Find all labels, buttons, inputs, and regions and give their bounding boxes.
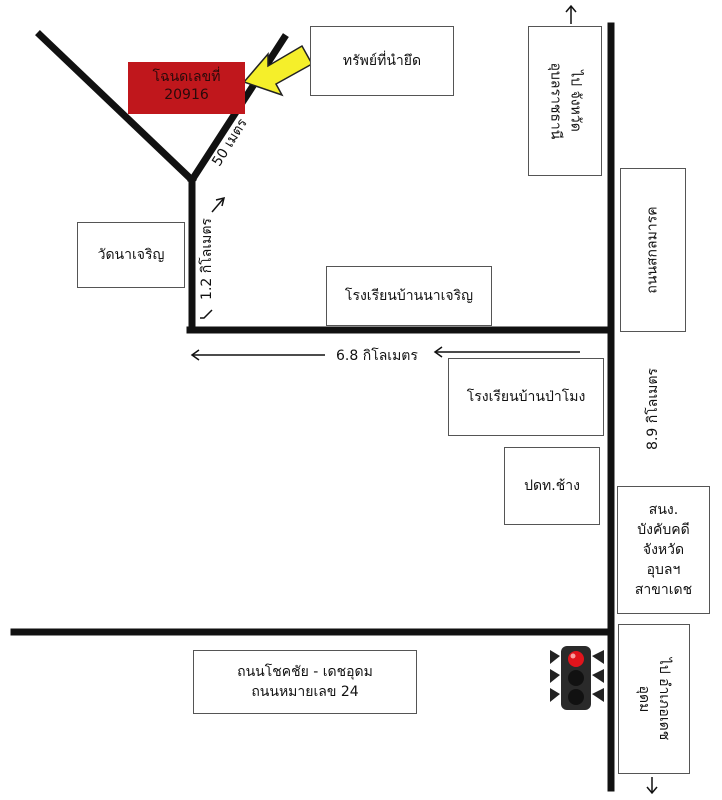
road-diagonal-left <box>35 30 197 185</box>
to-ubon-line1: ไป จังหวัด <box>567 70 584 132</box>
arrow-6-8km-right-head <box>433 346 443 358</box>
distance-8-9km-label: 8.9 กิโลเมตร <box>644 368 661 450</box>
to-det-udom-line1: ไป อำเภอเดช <box>656 657 673 741</box>
enforcement-line3: จังหวัด <box>642 542 685 558</box>
distance-6-8km-label: 6.8 กิโลเมตร <box>336 348 418 364</box>
school-pamong-box: โรงเรียนบ้านป่าโมง <box>448 358 604 436</box>
main-road-line2: ถนนหมายเลข 24 <box>251 684 359 700</box>
school-nacharoen-box: โรงเรียนบ้านนาเจริญ <box>326 266 492 326</box>
pdt-chang-box: ปดท.ช้าง <box>504 447 600 525</box>
main-road-line1: ถนนโชคชัย - เดชอุดม <box>237 664 373 680</box>
enforcement-line1: สนง. <box>648 502 679 518</box>
to-ubon-box: ไป จังหวัด อุบลราชธานี <box>528 26 602 176</box>
school-pamong-label: โรงเรียนบ้านป่าโมง <box>466 389 586 405</box>
distance-1-2km-label: 1.2 กิโลเมตร <box>198 218 215 300</box>
main-road-box: ถนนโชคชัย - เดชอุดม ถนนหมายเลข 24 <box>193 650 417 714</box>
yellow-arrow-icon <box>242 44 314 97</box>
to-det-udom-line2: อุดม <box>636 685 653 713</box>
arrow-50m <box>211 197 225 213</box>
enforcement-line4: อุบลฯ <box>646 562 681 578</box>
plot-deed-box: โฉนดเลขที่ 20916 <box>128 62 245 114</box>
school-nacharoen-label: โรงเรียนบ้านนาเจริญ <box>344 288 474 304</box>
enforcement-office-box: สนง. บังคับคดี จังหวัด อุบลฯ สาขาเดช <box>617 486 710 614</box>
plot-deed-number: 20916 <box>164 87 209 103</box>
enforcement-line5: สาขาเดช <box>634 582 693 598</box>
sakolmark-road-box: ถนนสกลมารค <box>620 168 686 332</box>
wat-nacharoen-label: วัดนาเจริญ <box>97 247 165 263</box>
asset-label: ทรัพย์ที่นำยึด <box>342 53 422 69</box>
sakolmark-road-label: ถนนสกลมารค <box>645 206 662 294</box>
arrow-50m-head <box>215 196 226 207</box>
arrow-6-8km-left-head <box>190 349 200 361</box>
arrow-south-head <box>646 786 658 795</box>
arrow-1-2km <box>200 309 213 319</box>
arrow-north-head <box>565 4 577 13</box>
to-det-udom-box: ไป อำเภอเดช อุดม <box>618 624 690 774</box>
plot-deed-label: โฉนดเลขที่ <box>152 69 221 85</box>
traffic-light-icon <box>550 646 604 710</box>
to-ubon-line2: อุบลราชธานี <box>547 62 564 140</box>
wat-nacharoen-box: วัดนาเจริญ <box>77 222 185 288</box>
pdt-chang-label: ปดท.ช้าง <box>524 478 580 494</box>
enforcement-line2: บังคับคดี <box>637 522 690 538</box>
asset-box: ทรัพย์ที่นำยึด <box>310 26 454 96</box>
